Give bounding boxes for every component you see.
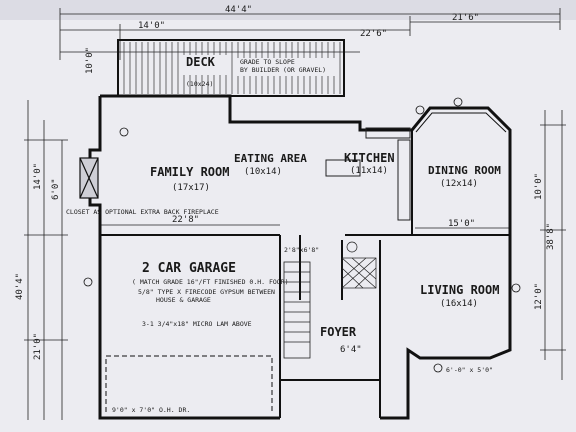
dim-right-lower: 12'0" (534, 283, 544, 310)
deck-label: DECK (186, 55, 216, 69)
deck-size: (10x24) (186, 80, 213, 88)
kitchen-label: KITCHEN (344, 151, 395, 165)
deck-note-1: GRADE TO SLOPE (240, 58, 295, 66)
garage-label: 2 CAR GARAGE (142, 261, 236, 276)
deck-note-2: BY BUILDER (OR GRAVEL) (240, 66, 326, 74)
dim-family-width: 22'8" (172, 215, 199, 225)
powder-room (341, 241, 377, 289)
door-note: 2'8"x6'8" (284, 246, 319, 254)
dim-top-overall: 44'4" (225, 5, 252, 15)
dimension-lines (24, 8, 566, 420)
dim-left-lower: 21'0" (33, 333, 43, 360)
fireplace-note: CLOSET AS OPTIONAL EXTRA BACK FIREPLACE (66, 208, 219, 216)
dim-left-upper: 14'0" (33, 163, 43, 190)
deck (117, 39, 345, 97)
foyer-label: FOYER (320, 325, 357, 339)
dim-right-upper: 10'0" (534, 173, 544, 200)
dining-room-label: DINING ROOM (428, 164, 501, 177)
eating-area-size: (10x14) (244, 167, 282, 177)
dim-left-mid: 6'0" (51, 178, 61, 200)
paper-top-shadow (0, 0, 576, 20)
bay-window (415, 112, 507, 133)
garage-note-4: 3-1 3/4"x18" MICRO LAM ABOVE (142, 320, 252, 328)
exterior-walls (88, 94, 512, 420)
dim-left-overall: 40'4" (15, 273, 25, 300)
family-room-label: FAMILY ROOM (150, 165, 229, 179)
garage-note-2: 5/8" TYPE X FIRECODE GYPSUM BETWEEN (138, 288, 275, 296)
garage-note-1: ( MATCH GRADE 16"/FT FINISHED 0.H. FOOR) (132, 278, 289, 286)
dining-room-size: (12x14) (440, 179, 478, 189)
living-room-label: LIVING ROOM (420, 283, 499, 297)
garage-door (105, 355, 273, 412)
garage-door-note: 9'0" x 7'0" O.H. DR. (112, 406, 190, 414)
window-bay-note: 6'-0" x 5'0" (446, 366, 493, 374)
eating-area-label: EATING AREA (234, 152, 307, 165)
kitchen-size: (11x14) (350, 166, 388, 176)
dim-top-right: 21'6" (452, 13, 479, 23)
interior-walls (100, 130, 510, 418)
dim-top-left: 14'0" (138, 21, 165, 31)
family-room-size: (17x17) (172, 183, 210, 193)
dim-foyer-width: 6'4" (340, 345, 362, 355)
kitchen-counters (325, 127, 411, 221)
dim-right-overall: 38'8" (546, 223, 556, 250)
dim-top-mid: 22'6" (360, 29, 387, 39)
dim-dining-width: 15'0" (448, 219, 475, 229)
dim-deck-side: 10'0" (85, 47, 95, 74)
living-room-size: (16x14) (440, 299, 478, 309)
garage-note-3: HOUSE & GARAGE (156, 296, 211, 304)
section-markers (83, 97, 521, 373)
fireplace (79, 157, 99, 199)
stairs (283, 261, 311, 359)
